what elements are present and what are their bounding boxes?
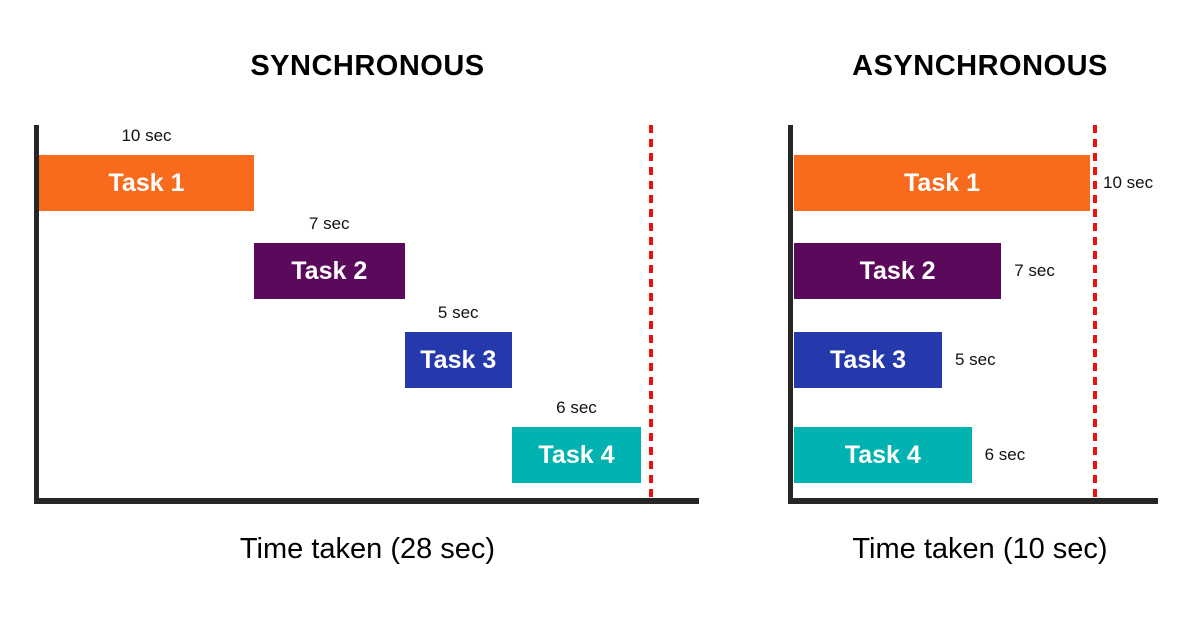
task-bar-task-3: Task 3	[404, 332, 512, 388]
task-bar-label: Task 1	[108, 168, 185, 197]
duration-label: 6 sec	[984, 445, 1026, 464]
task-bar-task-2: Task 2	[794, 243, 1002, 299]
x-axis-line	[788, 498, 1158, 504]
x-axis-label: Time taken (10 sec)	[852, 533, 1108, 565]
deadline-dashed-line	[1093, 125, 1097, 497]
chart-title-asynchronous: ASYNCHRONOUS	[852, 50, 1108, 82]
duration-label: 6 sec	[556, 398, 597, 417]
duration-label: 5 sec	[437, 303, 479, 322]
task-bar-label: Task 2	[291, 256, 368, 285]
task-bar-task-1: Task 1	[794, 155, 1090, 211]
task-bar-task-4: Task 4	[794, 427, 972, 483]
task-bar-task-1: Task 1	[39, 155, 254, 211]
task-bar-label: Task 3	[420, 345, 497, 374]
y-axis-line	[34, 125, 39, 504]
task-bar-label: Task 4	[538, 440, 615, 469]
deadline-dashed-line	[649, 125, 653, 497]
task-bar-label: Task 2	[859, 256, 936, 285]
duration-label: 7 sec	[1014, 261, 1055, 280]
duration-label: 7 sec	[308, 214, 350, 233]
duration-label: 10 sec	[121, 126, 172, 145]
chart-title-synchronous: SYNCHRONOUS	[250, 50, 485, 82]
y-axis-line	[788, 125, 793, 504]
x-axis-line	[34, 498, 699, 504]
task-bar-task-4: Task 4	[512, 427, 641, 483]
task-bar-label: Task 1	[904, 168, 980, 197]
task-bar-task-3: Task 3	[794, 332, 942, 388]
task-bar-task-2: Task 2	[254, 243, 405, 299]
duration-label: 10 sec	[1103, 173, 1154, 192]
x-axis-label: Time taken (28 sec)	[239, 533, 496, 565]
task-bar-label: Task 4	[844, 440, 921, 469]
task-bar-label: Task 3	[830, 345, 906, 374]
duration-label: 5 sec	[955, 350, 996, 369]
